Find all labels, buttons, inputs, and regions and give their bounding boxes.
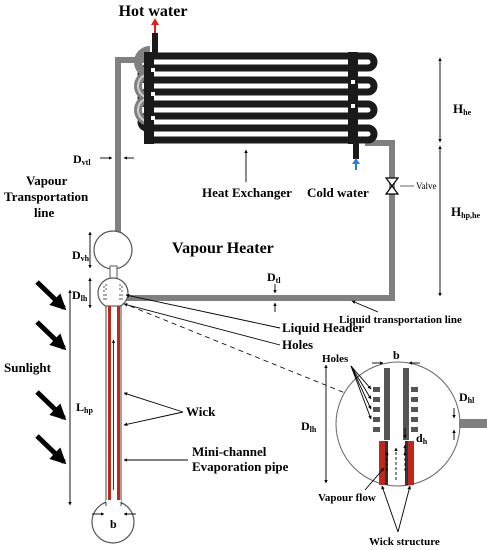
evaporation-pipe-label-2: Evaporation pipe bbox=[192, 459, 289, 474]
liquid-header-detail bbox=[324, 361, 487, 533]
valve-icon bbox=[384, 177, 400, 195]
dim-d-vtl: Dvtl bbox=[73, 152, 91, 167]
dim-b-main: b bbox=[110, 517, 117, 531]
vapour-transportation-line-label-2: Transportation bbox=[4, 189, 89, 204]
dim-l-hp: Lhp bbox=[76, 400, 93, 415]
liquid-transportation-line-label: Liquid transportation line bbox=[339, 314, 462, 326]
dim-d-hl: Dhl bbox=[459, 390, 475, 405]
valve-label: Valve bbox=[416, 181, 437, 191]
detail-holes-label: Holes bbox=[322, 353, 349, 365]
dimension-lines bbox=[68, 57, 442, 516]
dim-d-vh: Dvh bbox=[72, 248, 90, 263]
hot-water-label: Hot water bbox=[119, 3, 188, 20]
labels: Hot water Heat Exchanger Cold water Valv… bbox=[4, 3, 480, 548]
dim-b-detail: b bbox=[393, 348, 400, 362]
heat-exchanger bbox=[134, 18, 378, 170]
liquid-header bbox=[97, 277, 129, 309]
liquid-header-label: Liquid Header bbox=[282, 320, 364, 335]
vapour-heater bbox=[93, 230, 133, 270]
sunlight-arrows bbox=[35, 280, 67, 465]
evaporation-pipe-label-1: Mini-channel bbox=[192, 444, 267, 459]
cold-water-label: Cold water bbox=[307, 185, 369, 200]
vapour-transportation-line-label-3: line bbox=[34, 205, 54, 220]
dim-h-hp-he: Hhp,he bbox=[451, 204, 480, 220]
wick-left bbox=[108, 306, 111, 506]
dim-d-lh: Dlh bbox=[72, 288, 88, 303]
sunlight-label: Sunlight bbox=[4, 360, 52, 375]
condensate-return-pipe bbox=[126, 140, 395, 301]
dim-d-lh-detail: Dlh bbox=[301, 419, 317, 434]
cold-water-inlet bbox=[353, 143, 359, 159]
dim-h-he: Hhe bbox=[453, 101, 472, 117]
heat-exchanger-label: Heat Exchanger bbox=[202, 185, 292, 200]
vapour-flow-label: Vapour flow bbox=[318, 492, 376, 504]
heat-pipe-assembly bbox=[91, 230, 135, 544]
holes-label: Holes bbox=[282, 337, 313, 352]
vapour-heater-label: Vapour Heater bbox=[172, 240, 274, 257]
hot-water-outlet bbox=[152, 33, 158, 53]
dim-d-h: dh bbox=[416, 431, 428, 446]
dim-d-tl: Dtl bbox=[267, 270, 281, 285]
wick-structure-label: Wick structure bbox=[369, 536, 440, 548]
wick-right bbox=[117, 306, 120, 506]
vapour-transportation-line-label-1: Vapour bbox=[26, 173, 68, 188]
wick-label: Wick bbox=[186, 404, 216, 419]
